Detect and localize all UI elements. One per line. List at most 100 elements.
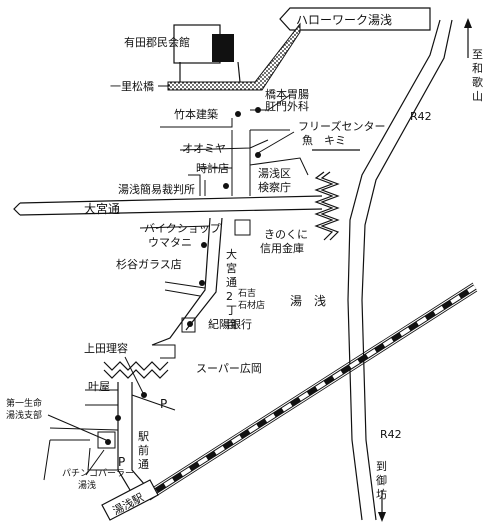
label-sugitani: 杉谷ガラス店	[116, 257, 182, 271]
poi-freeze	[255, 152, 261, 158]
poi-court	[223, 183, 229, 189]
street-ekimae-e	[131, 382, 146, 486]
street-ishiyoshi	[164, 281, 206, 297]
label-parking-1: P	[160, 397, 167, 411]
label-ichiri: 一里松橋	[110, 79, 154, 93]
label-ueda: 上田理容	[84, 341, 128, 355]
label-hashimoto-2: 肛門外科	[265, 99, 309, 113]
poi-kiyo	[187, 321, 193, 327]
street-kinokuni	[234, 219, 251, 236]
yuasa-station-box	[101, 479, 159, 521]
railway-outline-top	[145, 282, 474, 493]
label-pachinko-1: パチンコパーラー	[62, 468, 134, 479]
label-ishiyoshi-1: 石吉	[238, 288, 256, 299]
leader-daiichi	[47, 414, 107, 441]
poi-takemoto	[235, 111, 241, 117]
leader-ueda	[124, 356, 144, 394]
label-court: 湯浅簡易裁判所	[118, 182, 195, 196]
label-hashimoto-1: 橋本胃腸	[265, 87, 309, 101]
wavy-lower-2	[103, 369, 169, 379]
label-to-gobo-3: 坊	[376, 487, 387, 501]
street-daiichi	[49, 427, 119, 441]
label-ekimae-1: 駅	[138, 430, 149, 443]
label-yuasaku-2: 検察庁	[258, 180, 291, 194]
street-yuasaku	[249, 157, 309, 176]
label-daiichi-2: 湯浅支部	[6, 409, 42, 421]
omiya-2chome-street-w	[151, 217, 211, 346]
street-court-block	[188, 174, 206, 196]
street-p1	[131, 394, 176, 411]
route-42-right-edge	[361, 19, 453, 521]
label-omiya2-6: 目	[226, 318, 237, 331]
dotted-approach-road	[167, 22, 301, 91]
label-r42-bottom: R42	[380, 428, 402, 441]
label-to-gobo-1: 到	[376, 460, 387, 473]
street-pachinko	[97, 431, 116, 449]
street-kanoya	[85, 389, 118, 406]
leader-freeze	[257, 131, 295, 154]
poi-ueda	[141, 392, 147, 398]
label-ishiyoshi-2: 石材店	[238, 299, 265, 311]
label-bike-1: バイクショップ	[144, 222, 221, 235]
road-hall-east	[237, 61, 241, 83]
label-takemoto: 竹本建築	[174, 107, 218, 121]
street-pachinko-ext	[43, 439, 118, 481]
label-to-wakayama-3: 歌	[472, 75, 483, 89]
omiya-dori-west-cap	[13, 202, 21, 216]
railway-outline-bot	[149, 290, 478, 501]
railway-ties	[146, 285, 477, 498]
label-to-gobo-2: 御	[376, 473, 387, 487]
label-yuasa-area: 湯 浅	[290, 294, 326, 308]
label-oomiya: オオミヤ	[182, 142, 226, 155]
label-parking-2: P	[118, 455, 125, 469]
label-kanoya: 叶屋	[88, 380, 110, 393]
label-r42-top: R42	[410, 110, 432, 123]
label-freeze-1: フリーズセンター	[298, 119, 385, 133]
poi-hashimoto	[255, 107, 261, 113]
street-takemoto	[160, 118, 233, 128]
label-omiya2-4: 2	[226, 290, 233, 303]
label-super: スーパー広岡	[196, 362, 262, 375]
label-watch: 時計店	[196, 161, 229, 175]
poi-daiichi	[105, 439, 111, 445]
river-wavy	[314, 171, 334, 241]
street-bank	[181, 317, 196, 333]
label-kiyo: 紀陽銀行	[208, 317, 252, 331]
arrow-up-head	[464, 18, 472, 28]
label-omiya2-5: 丁	[226, 304, 237, 317]
label-bike-2: ウマタニ	[148, 236, 192, 249]
omiya-dori-south-edge	[19, 208, 323, 216]
wavy-lower	[103, 361, 169, 371]
street-bike	[139, 225, 211, 229]
label-to-wakayama-4: 山	[472, 90, 483, 103]
label-omiya-dori: 大宮通	[84, 201, 120, 216]
route-42-left-edge	[347, 19, 441, 521]
arrow-down-head	[378, 512, 386, 522]
label-kinokuni-1: きのくに	[264, 228, 308, 241]
arida-hall-marker	[212, 34, 234, 62]
label-daiichi-1: 第一生命	[6, 397, 42, 409]
label-pachinko-2: 湯浅	[78, 479, 96, 491]
omiya-dori-north-edge	[19, 195, 323, 204]
omiya-2chome-street-e	[185, 217, 223, 331]
poi-kanoya	[115, 415, 121, 421]
label-arida-hall: 有田郡民会館	[124, 35, 190, 49]
poi-bike	[201, 242, 207, 248]
label-kinokuni-2: 信用金庫	[260, 241, 304, 255]
river-wavy-2	[320, 171, 340, 241]
label-omiya2-2: 宮	[226, 261, 237, 275]
street-super	[152, 344, 176, 359]
label-omiya2-1: 大	[226, 247, 237, 261]
label-omiya2-3: 通	[226, 276, 237, 289]
label-yuasaku-1: 湯浅区	[258, 167, 291, 180]
poi-sugitani	[199, 280, 205, 286]
leader-pachinko	[85, 449, 105, 476]
label-to-wakayama-1: 至	[472, 48, 483, 61]
label-to-wakayama-2: 和	[472, 62, 483, 75]
label-freeze-2: 魚 キミ	[302, 134, 346, 147]
label-ekimae-3: 通	[138, 458, 149, 471]
hellowork-building	[279, 7, 431, 31]
label-hellowork: ハローワーク湯浅	[296, 13, 392, 27]
label-ekimae-2: 前	[138, 443, 149, 457]
